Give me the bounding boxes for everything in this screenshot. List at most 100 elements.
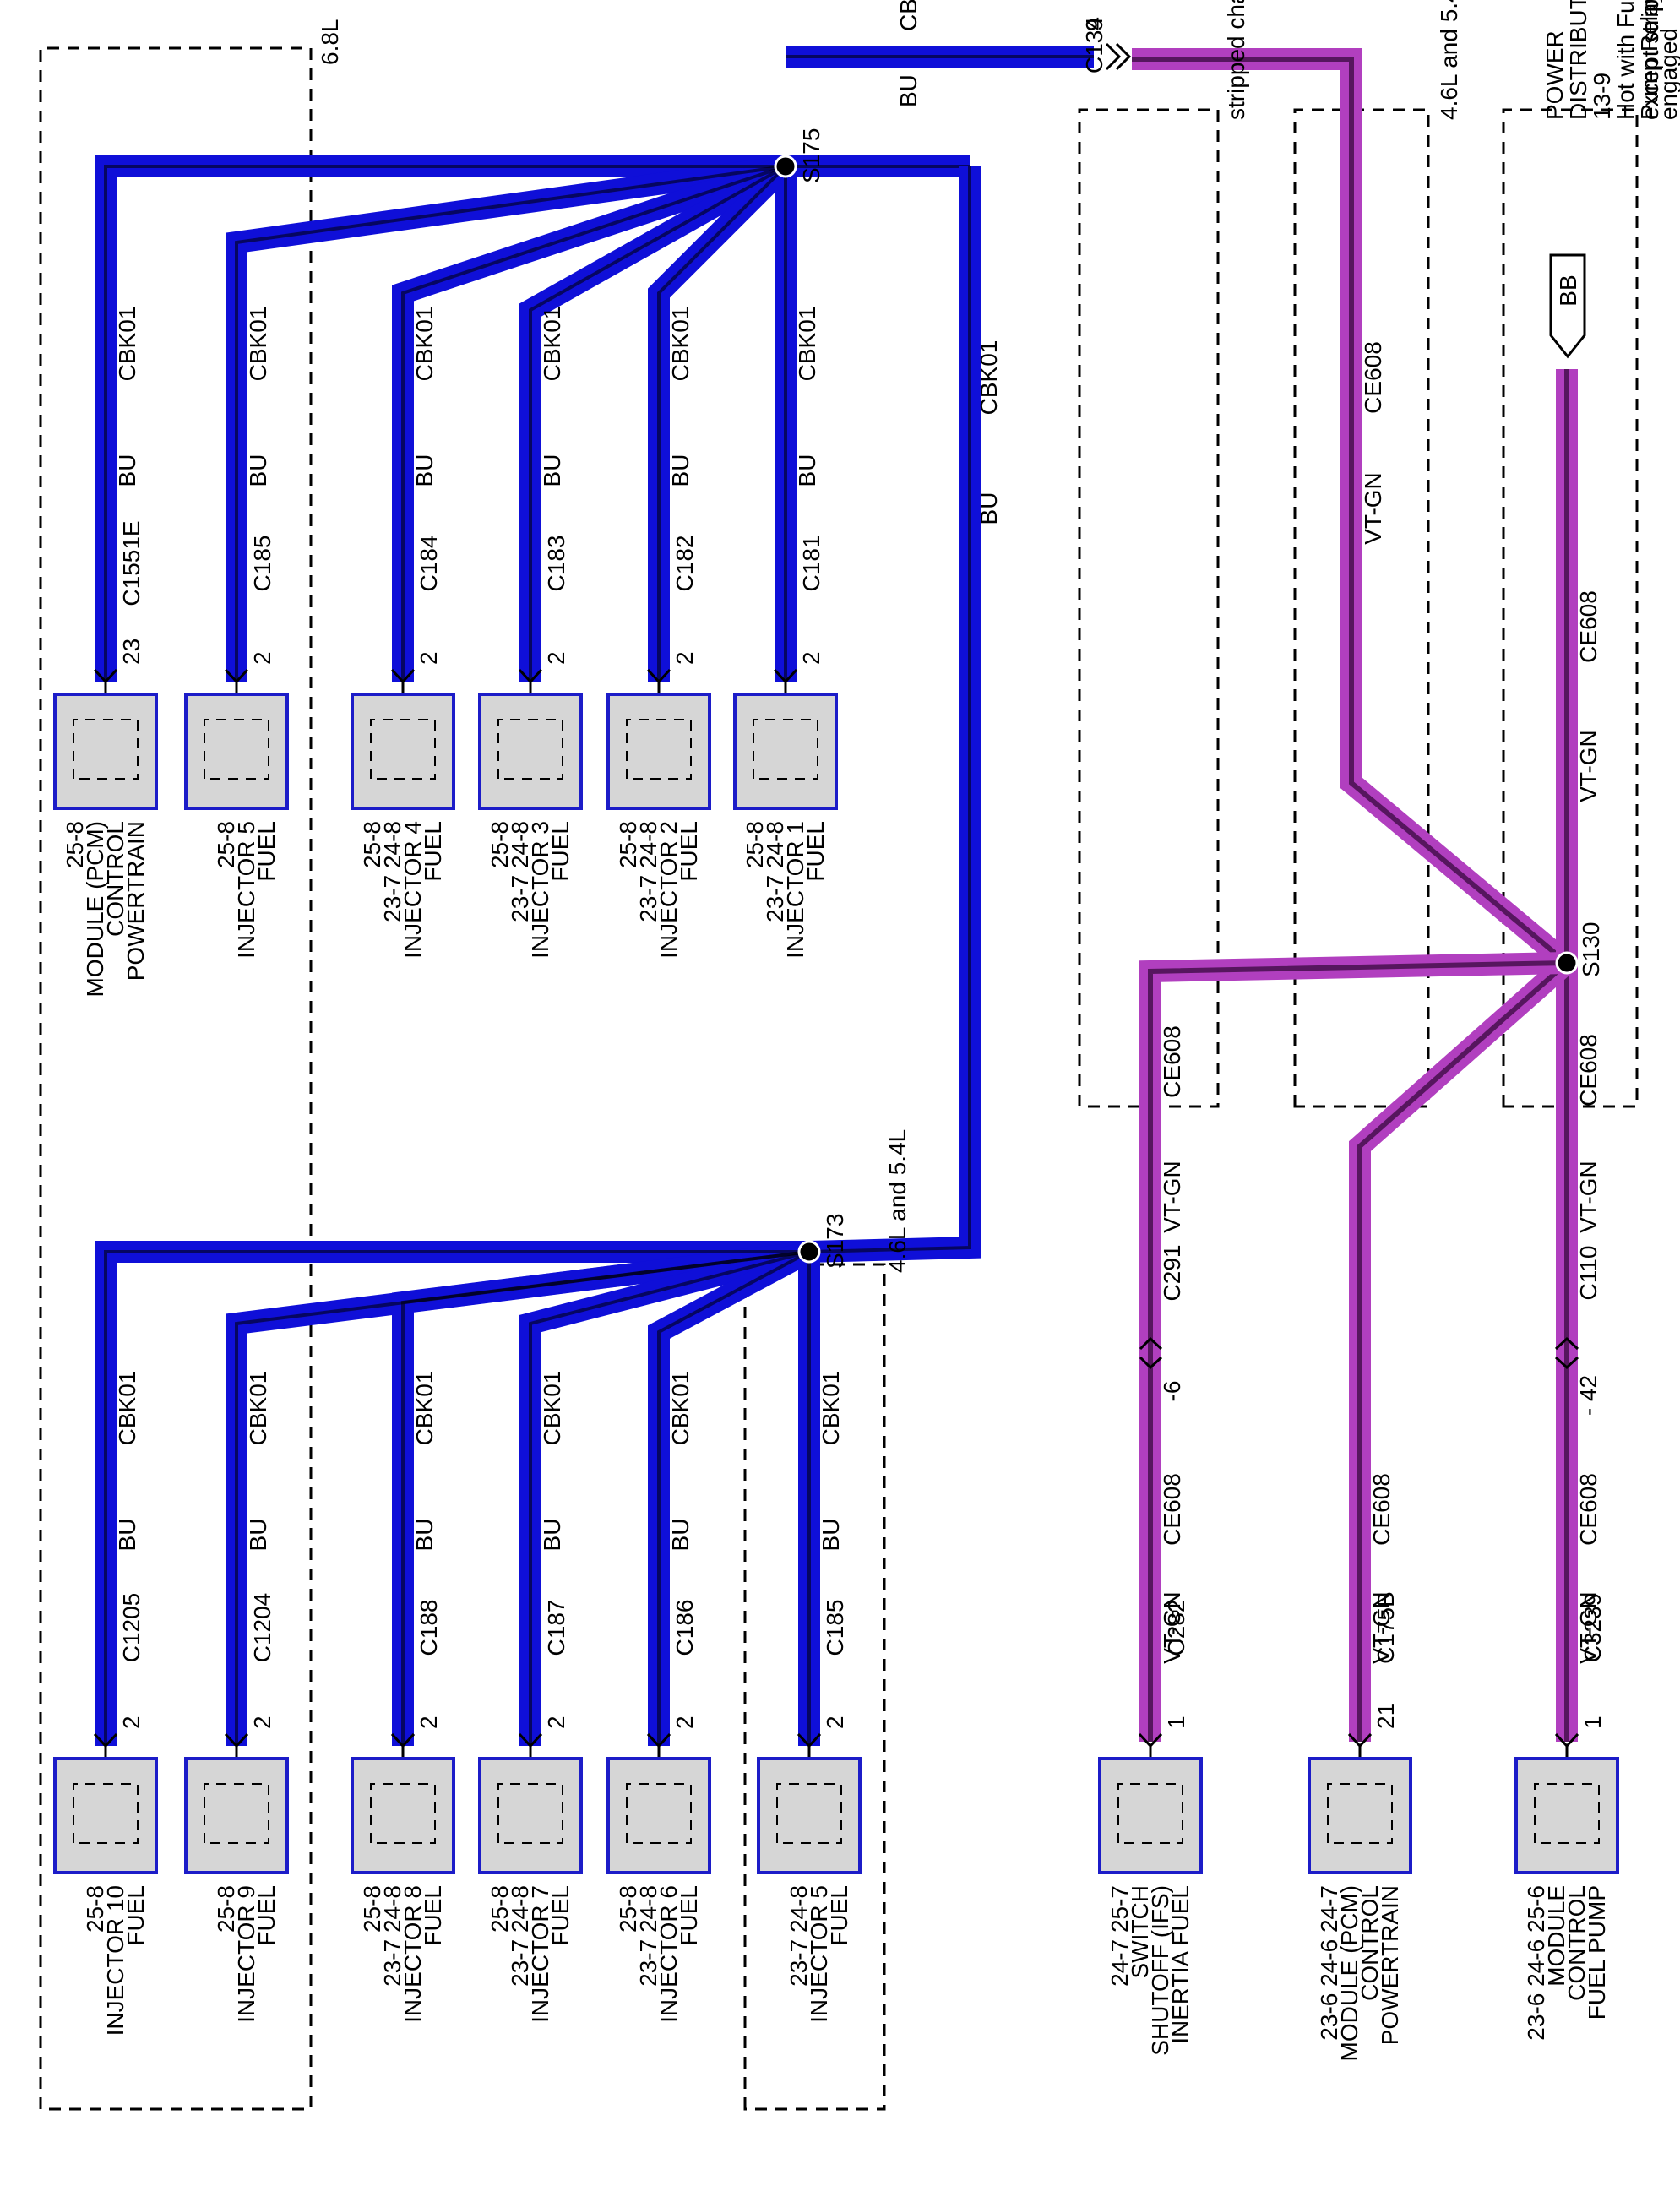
pin-number-label: 21 — [1373, 1703, 1399, 1729]
branch-color-label: BU — [245, 454, 271, 487]
component-box[interactable] — [733, 693, 838, 810]
component-inner-outline — [626, 1783, 692, 1844]
c110-inline-connector-2 — [1554, 1356, 1579, 1370]
source-line-4: Hot with Fuel — [1612, 0, 1639, 120]
component-name-line: FUEL — [547, 1885, 574, 1946]
splice-s173-dot — [797, 1240, 821, 1264]
region-label-stripped: stripped chassis — [1223, 0, 1249, 120]
c134-connector-symbol — [1105, 42, 1122, 71]
branch-color-label: BU — [411, 454, 438, 487]
component-inner-outline — [497, 1783, 563, 1844]
pin-number-label: 1 — [1163, 1715, 1189, 1729]
component-name-line: MODULE (PCM) — [1336, 1885, 1362, 2061]
component-box[interactable] — [184, 693, 289, 810]
component-box[interactable] — [53, 693, 158, 810]
component-name-line: INJECTOR 10 — [102, 1885, 128, 2036]
component-name-line: FUEL — [122, 1885, 149, 1946]
connector-id-label: C186 — [671, 1600, 698, 1656]
component-name-line: 25-8 — [359, 821, 385, 868]
component-name-line: CONTROL — [102, 821, 128, 937]
component-name-line: MODULE — [1543, 1885, 1569, 1987]
component-box[interactable] — [1514, 1757, 1619, 1874]
branch-color-label: BU — [667, 1519, 693, 1552]
splice-s173-label: S173 — [822, 1214, 848, 1269]
branch-circuit-label: CBK01 — [411, 307, 438, 382]
component-name-line: 23-6 24-6 24-7 — [1316, 1885, 1342, 2041]
component-inner-outline — [753, 719, 818, 780]
pwr-riser-color-label: VT-GN — [1360, 472, 1386, 545]
component-name-line: 25-8 — [82, 1885, 108, 1933]
pin-number-label: 2 — [798, 651, 824, 665]
pin-number-label: 2 — [249, 1715, 275, 1729]
branch-color-label: BU — [114, 454, 140, 487]
component-name-line: 25-8 — [615, 821, 641, 868]
component-box[interactable] — [351, 1757, 455, 1874]
component-layer — [53, 668, 1619, 1874]
connector-id-label: C185 — [249, 536, 275, 592]
branch-circuit-label: CBK01 — [667, 307, 693, 382]
component-box[interactable] — [1308, 1757, 1412, 1874]
pwr-feed-circuit-label: CE608 — [1575, 590, 1601, 663]
source-line-1: POWER — [1541, 30, 1568, 120]
component-name-line: FUEL PUMP — [1584, 1885, 1610, 2020]
component-name-line: 23-7 24-8 — [379, 1885, 405, 1987]
component-box[interactable] — [1098, 1757, 1203, 1874]
splice-s175-dot — [774, 155, 797, 178]
pin-number-label: 2 — [416, 1715, 442, 1729]
component-inner-outline — [73, 1783, 139, 1844]
component-name-line: INJECTOR 5 — [806, 1885, 832, 2023]
component-box[interactable] — [478, 693, 583, 810]
component-box[interactable] — [184, 1757, 289, 1874]
component-name-line: INJECTOR 9 — [233, 1885, 259, 2023]
component-name-line: 25-8 — [62, 821, 88, 868]
component-name-line: 25-8 — [615, 1885, 641, 1933]
component-box[interactable] — [606, 693, 711, 810]
branch-color-label: BU — [539, 1519, 565, 1552]
connector-id-label: C187 — [543, 1600, 569, 1656]
component-name-line: FUEL — [420, 821, 446, 882]
component-name-line: 23-7 24-8 — [507, 821, 533, 922]
component-inner-outline — [1534, 1783, 1600, 1844]
component-name-line: MODULE (PCM) — [82, 821, 108, 997]
branch-circuit-label: CBK01 — [114, 1371, 140, 1446]
component-name-line: 25-8 — [487, 1885, 513, 1933]
component-name-line: FUEL — [676, 1885, 702, 1946]
component-box[interactable] — [351, 693, 455, 810]
pin-number-label: 2 — [543, 1715, 569, 1729]
splice-s130-label: S130 — [1578, 922, 1604, 977]
pcm-pwr-color-label: VT-GN — [1368, 1591, 1395, 1664]
component-name-line: INERTIA FUEL — [1167, 1885, 1193, 2044]
region-label-6-8l: 6.8L — [317, 19, 343, 66]
top-circuit-label: CBK01 — [895, 0, 922, 31]
branch-circuit-label: CBK01 — [114, 307, 140, 382]
component-box[interactable] — [606, 1757, 711, 1874]
ifs-lower-color-label: VT-GN — [1159, 1591, 1185, 1664]
component-name-line: 25-8 — [487, 821, 513, 868]
connector-id-label: C181 — [798, 536, 824, 592]
splice-s130-dot — [1555, 951, 1579, 975]
branch-circuit-label: CBK01 — [667, 1371, 693, 1446]
component-box[interactable] — [757, 1757, 862, 1874]
label-layer: CBK01 BU 9 C134 POWER DISTRIBUTION 13-9 … — [62, 0, 1680, 2061]
component-inner-outline — [370, 719, 436, 780]
source-line-6: engaged — [1656, 28, 1680, 120]
pin-number-label: 2 — [822, 1715, 848, 1729]
component-inner-outline — [73, 719, 139, 780]
component-box[interactable] — [478, 1757, 583, 1874]
splice-s175-label: S175 — [798, 128, 824, 183]
component-name-line: SHUTOFF (IFS) — [1147, 1885, 1173, 2056]
source-line-5: Pump Relay — [1636, 0, 1662, 120]
component-name-line: 23-7 24-8 — [379, 821, 405, 922]
c110-label: C110 — [1575, 1246, 1601, 1301]
pin-number-label: 2 — [416, 651, 442, 665]
branch-color-label: BU — [411, 1519, 438, 1552]
component-name-line: CONTROL — [1357, 1885, 1383, 2001]
region-box-6-8l — [39, 46, 313, 2111]
component-name-line: INJECTOR 5 — [233, 821, 259, 959]
pin-number-label: 2 — [671, 1715, 698, 1729]
component-box[interactable] — [53, 1757, 158, 1874]
c291-label: C291 — [1159, 1245, 1185, 1302]
component-name-line: 23-7 24-8 — [786, 1885, 812, 1987]
region-label-4-6l-power: 4.6L and 5.4L — [1436, 0, 1462, 120]
